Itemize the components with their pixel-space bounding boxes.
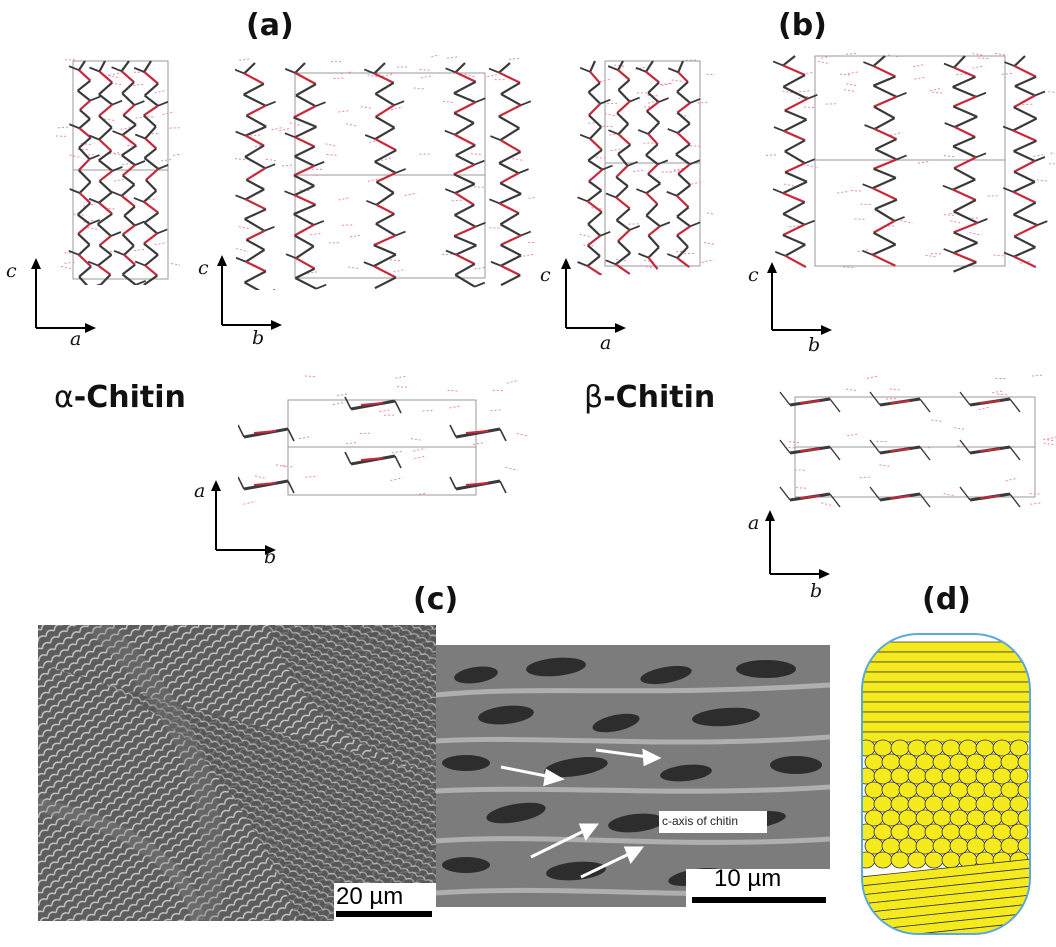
axis-label-a: a xyxy=(70,328,82,350)
axis-label-c: c xyxy=(6,260,17,282)
axis-cb-beta: c b xyxy=(748,262,842,356)
axis-label-a: a xyxy=(194,480,206,502)
alpha-chitin-ca-projection xyxy=(55,59,180,285)
axis-cb-alpha: c b xyxy=(198,255,292,349)
sem-texture-left xyxy=(38,625,436,921)
panel-label-a: (a) xyxy=(246,8,294,43)
axis-label-b: b xyxy=(810,580,823,602)
alpha-chitin-title: α-Chitin xyxy=(54,380,186,415)
panel-label-b: (b) xyxy=(778,8,827,43)
sem-texture-right xyxy=(436,645,830,907)
axis-ca-alpha: c a xyxy=(6,258,106,350)
alpha-symbol: α xyxy=(54,380,74,415)
axis-label-c: c xyxy=(748,264,759,286)
c-axis-annotation: c-axis of chitin xyxy=(662,814,739,828)
axis-label-c: c xyxy=(198,257,209,279)
c-axis-arrows xyxy=(500,748,662,879)
axis-label-b: b xyxy=(264,546,277,568)
sem-image-cuticle-highmag: c-axis of chitin 10 µm xyxy=(436,645,830,907)
panel-label-d: (d) xyxy=(922,582,971,617)
axis-label-a: a xyxy=(600,332,612,354)
beta-word: -Chitin xyxy=(603,380,716,415)
alpha-chitin-cb-projection xyxy=(235,55,535,290)
chitin-rod-capsule-diagram xyxy=(861,633,1031,935)
axis-label-c: c xyxy=(540,264,551,286)
axis-label-b: b xyxy=(808,334,821,356)
axis-label-a: a xyxy=(748,512,760,534)
axis-label-b: b xyxy=(252,327,265,349)
beta-symbol: β xyxy=(584,380,604,415)
axis-ab-beta: a b xyxy=(748,510,840,602)
beta-chitin-ca-projection xyxy=(577,59,715,275)
beta-chitin-cb-projection xyxy=(765,52,1055,273)
scale-bar-20um xyxy=(336,911,432,917)
beta-chitin-title: β-Chitin xyxy=(584,380,715,415)
scale-label-10um: 10 µm xyxy=(714,865,782,892)
axis-ab-alpha: a b xyxy=(194,480,286,568)
sem-image-cuticle-lowmag: 20 µm xyxy=(38,625,436,921)
axis-ca-beta: c a xyxy=(540,258,636,354)
scale-label-20um: 20 µm xyxy=(336,883,404,910)
beta-chitin-ab-projection xyxy=(779,374,1056,508)
panel-label-c: (c) xyxy=(413,582,459,617)
alpha-chitin-ab-projection xyxy=(238,375,528,505)
alpha-word: -Chitin xyxy=(73,380,186,415)
scale-bar-10um xyxy=(692,897,826,903)
